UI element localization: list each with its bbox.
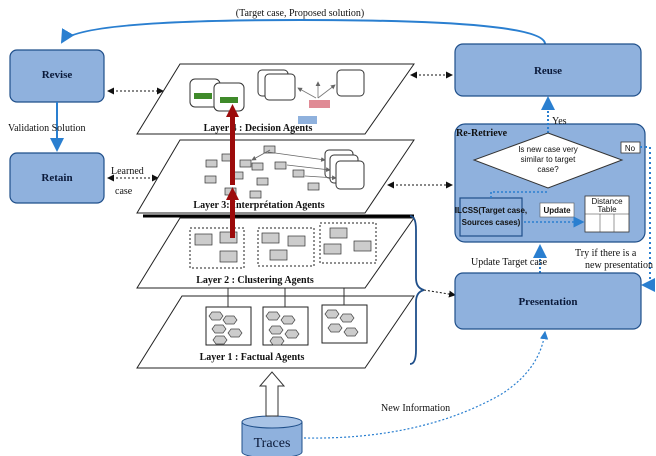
try-new-line2: new presentation	[585, 260, 653, 271]
retain-label: Retain	[41, 172, 72, 184]
no-presentation-link	[640, 146, 655, 292]
new-information-label: New Information	[381, 403, 450, 414]
presentation-label: Presentation	[518, 296, 577, 308]
validation-solution-label: Validation Solution	[8, 123, 86, 134]
traces-up-arrow	[258, 371, 286, 417]
update-box	[539, 202, 575, 218]
ilcss-line1: ILCSS(Target case,	[455, 206, 527, 215]
distance-table-line1: Distance	[591, 197, 623, 206]
layer2-cluster-2	[257, 227, 315, 267]
decision-q3: case?	[537, 165, 559, 174]
retain-box	[9, 152, 105, 204]
layer2-cluster-3	[319, 222, 377, 264]
case-label: case	[115, 186, 133, 197]
new-information-link	[303, 330, 549, 439]
red-arrow-lower-shaft	[230, 198, 235, 238]
traces-database	[241, 415, 303, 456]
ilcss-diamond-link	[490, 191, 548, 198]
layer3-agents	[204, 145, 365, 199]
traces-label: Traces	[254, 436, 291, 451]
layer4-label: Layer 4 : Decision Agents	[204, 123, 313, 134]
reuse-label: Reuse	[534, 65, 562, 77]
no-label: No	[625, 144, 636, 153]
layer1-cluster-3	[321, 304, 368, 344]
top-arrow-label: (Target case, Proposed solution)	[236, 8, 365, 19]
try-new-line1: Try if there is a	[575, 248, 637, 259]
layer2-cluster-1	[189, 227, 245, 269]
layer1-cluster-2	[262, 306, 309, 346]
re-retrieve-title: Re-Retrieve	[456, 128, 508, 139]
red-arrow-lower-head	[226, 187, 239, 200]
update-target-label: Update Target case	[471, 257, 548, 268]
revise-label: Revise	[42, 69, 73, 81]
presentation-box	[454, 272, 642, 330]
ilcss-line2: Sources cases)	[462, 218, 521, 227]
update-label: Update	[543, 206, 571, 215]
layer4-agents	[189, 69, 365, 124]
brace-presentation-link	[423, 289, 456, 298]
layer1-label: Layer 1 : Factual Agents	[200, 352, 305, 363]
decision-q2: similar to target	[521, 155, 576, 164]
decision-diamond	[472, 132, 624, 189]
layer1-cluster-1	[205, 306, 252, 346]
layer3-label: Layer 3: Interprétation Agents	[193, 200, 324, 211]
red-arrow-upper-shaft	[230, 115, 235, 185]
learned-label: Learned	[111, 166, 144, 177]
yes-label: Yes	[552, 116, 567, 127]
layer-brace	[409, 215, 425, 365]
ilcss-box	[459, 197, 523, 237]
decision-q1: Is new case very	[518, 145, 578, 154]
distance-table-line2: Table	[597, 205, 617, 214]
layer2-label: Layer 2 : Clustering Agents	[196, 275, 314, 286]
top-feedback-arrow	[60, 18, 546, 45]
red-arrow-upper-head	[226, 104, 239, 117]
